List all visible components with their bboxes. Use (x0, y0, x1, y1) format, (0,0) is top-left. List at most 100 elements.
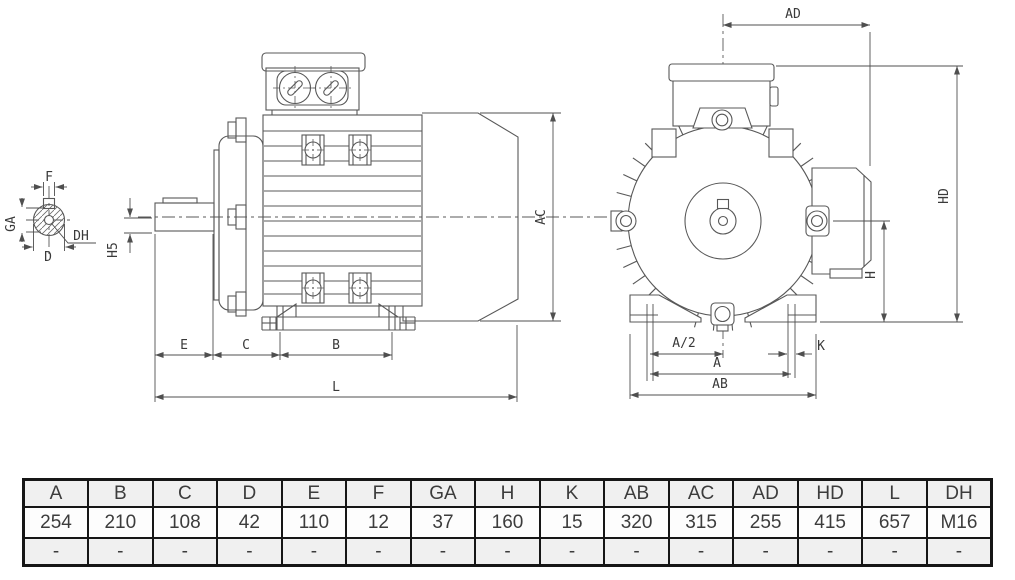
table-header-AB: AB (603, 478, 670, 508)
table-value-AD: 255 (732, 506, 799, 539)
terminal-box-side (261, 52, 366, 115)
cable-entry (769, 86, 779, 107)
front-keyway (716, 198, 730, 210)
table-value-H: 160 (474, 506, 541, 539)
shaft-key (162, 197, 198, 204)
table-placeholder-F: - (345, 537, 412, 567)
dim-hd: HD (776, 65, 963, 323)
motor-side-view: H5 E C B L AC (106, 52, 622, 402)
table-placeholder-GA: - (409, 537, 477, 567)
dim-ad: AD (723, 7, 871, 166)
table-header-HD: HD (796, 478, 864, 508)
table-placeholder-E: - (280, 537, 348, 567)
dim-label-ab: AB (712, 377, 728, 392)
eye-bolt-left (610, 210, 637, 232)
dim-label-hd: HD (937, 188, 952, 204)
table-placeholder-C: - (151, 537, 219, 567)
side-cooling-fins (264, 145, 421, 295)
table-value-AB: 320 (603, 506, 670, 539)
dim-ga: GA (4, 198, 45, 242)
dim-label-ad: AD (785, 7, 801, 22)
table-placeholder-DH: - (925, 537, 993, 567)
table-value-C: 108 (151, 506, 219, 539)
table-placeholder-H: - (474, 537, 541, 567)
table-value-GA: 37 (409, 506, 477, 539)
dim-label-l: L (332, 380, 340, 395)
dim-label-k: K (817, 339, 825, 354)
table-placeholder-L: - (861, 537, 928, 567)
table-header-B: B (87, 478, 154, 508)
table-header-K: K (538, 478, 606, 508)
dim-label-h: H (864, 271, 879, 279)
table-value-AC: 315 (667, 506, 735, 539)
table-header-DH: DH (925, 478, 993, 508)
dim-label-ac: AC (534, 209, 549, 225)
dim-ecb: E C B L (154, 234, 518, 402)
end-shield (218, 135, 264, 311)
dim-a-group: A/2 K A AB (629, 334, 825, 399)
tapped-hole (43, 214, 55, 226)
keyway (42, 197, 56, 210)
drain-plug (710, 302, 735, 332)
dim-label-f: F (45, 170, 53, 185)
dim-label-c: C (242, 338, 250, 353)
front-shaft (684, 182, 762, 260)
table-value-F: 12 (345, 506, 412, 539)
table-placeholder-D: - (216, 537, 283, 567)
table-row: --------------- (22, 537, 993, 567)
dim-d: D (22, 224, 76, 265)
tie-bolts (227, 117, 247, 317)
dim-label-d: D (44, 250, 52, 265)
dim-h5: H5 (106, 198, 152, 258)
dim-f: F (31, 170, 67, 196)
eye-bolt-right (805, 205, 830, 237)
dim-label-dh: DH (73, 229, 89, 244)
dim-ac: AC (480, 112, 561, 322)
dim-dh: DH (51, 223, 96, 244)
front-feet (629, 294, 817, 381)
table-value-A: 254 (22, 506, 90, 539)
mounting-bosses (301, 134, 372, 304)
shaft-cross-section-view: F GA DH D (4, 170, 96, 265)
fan-cover (402, 112, 519, 322)
table-value-DH: M16 (925, 506, 993, 539)
technical-drawing-canvas: F GA DH D (4, 7, 963, 402)
dim-label-e: E (180, 338, 188, 353)
table-header-E: E (280, 478, 348, 508)
table-header-GA: GA (409, 478, 477, 508)
side-feet (261, 302, 416, 331)
table-placeholder-AC: - (667, 537, 735, 567)
dim-label-a: A (713, 356, 721, 371)
dim-label-a-half: A/2 (672, 336, 695, 351)
table-header-F: F (345, 478, 412, 508)
table-value-HD: 415 (796, 506, 864, 539)
dim-label-h5: H5 (106, 242, 121, 258)
lifting-eye-top (692, 107, 753, 131)
table-placeholder-HD: - (796, 537, 864, 567)
table-value-D: 42 (216, 506, 283, 539)
table-placeholder-AB: - (603, 537, 670, 567)
table-value-K: 15 (538, 506, 606, 539)
stator-body (262, 114, 423, 307)
table-value-L: 657 (861, 506, 928, 539)
motor-front-view: AD HD H A/2 K A AB (610, 7, 963, 399)
table-placeholder-B: - (87, 537, 154, 567)
table-placeholder-K: - (538, 537, 606, 567)
table-header-H: H (474, 478, 541, 508)
dim-label-ga: GA (4, 216, 19, 232)
table-header-L: L (861, 478, 928, 508)
dim-label-b: B (332, 338, 340, 353)
table-header-AD: AD (732, 478, 799, 508)
table-header-D: D (216, 478, 283, 508)
table-header-C: C (151, 478, 219, 508)
table-header-A: A (22, 478, 90, 508)
table-header-AC: AC (667, 478, 735, 508)
table-value-B: 210 (87, 506, 154, 539)
dim-h: H (833, 220, 890, 322)
table-placeholder-AD: - (732, 537, 799, 567)
